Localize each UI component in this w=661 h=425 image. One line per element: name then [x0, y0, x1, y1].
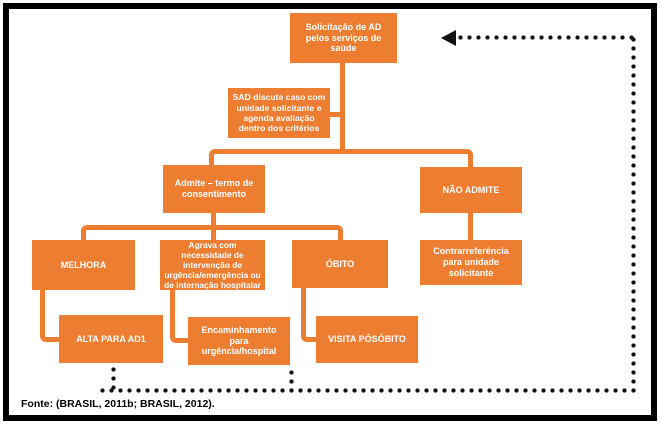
dotted-line-bottom	[98, 388, 638, 393]
dotted-line-top	[456, 35, 635, 40]
node-alta-para-ad1: ALTA PARA AD1	[59, 315, 163, 363]
node-nao-admite: NÃO ADMITE	[420, 167, 522, 213]
node-contrarreferencia: Contrarreferência para unidade solicitan…	[420, 240, 522, 285]
node-solicitacao-ad: Solicitação de AD pelos serviços de saúd…	[290, 13, 397, 63]
connector-naoadmite-down	[468, 213, 473, 240]
node-encaminhamento: Encaminhamento para urgência/hospital	[188, 317, 290, 365]
dotted-line-from-encaminhamento	[289, 368, 294, 392]
return-arrowhead-icon	[441, 30, 456, 46]
connector-solicitacao-down	[340, 63, 345, 153]
node-visita-posobito: VISITA PÓSÓBITO	[316, 316, 418, 363]
source-note: Fonte: (BRASIL, 2011b; BRASIL, 2012).	[21, 398, 215, 410]
connector-agrava-encaminhamento	[170, 290, 188, 343]
node-sad-discute-caso: SAD discute caso com unidade solicitante…	[228, 88, 330, 138]
node-melhora: MELHORA	[32, 240, 135, 290]
connector-branch-admite-naoadmite	[209, 149, 473, 167]
node-admite: Admite – termo de consentimento	[163, 165, 265, 213]
connector-branch-melhora-obito	[81, 225, 343, 241]
connector-melhora-alta	[40, 290, 59, 342]
dotted-line-right	[631, 35, 636, 392]
dotted-line-from-alta	[111, 365, 116, 392]
connector-obito-visita	[301, 288, 316, 342]
connector-sad-stub	[328, 112, 342, 117]
node-obito: ÓBITO	[292, 240, 388, 288]
node-agrava: Agrava com necessidade de intervenção de…	[160, 240, 265, 290]
